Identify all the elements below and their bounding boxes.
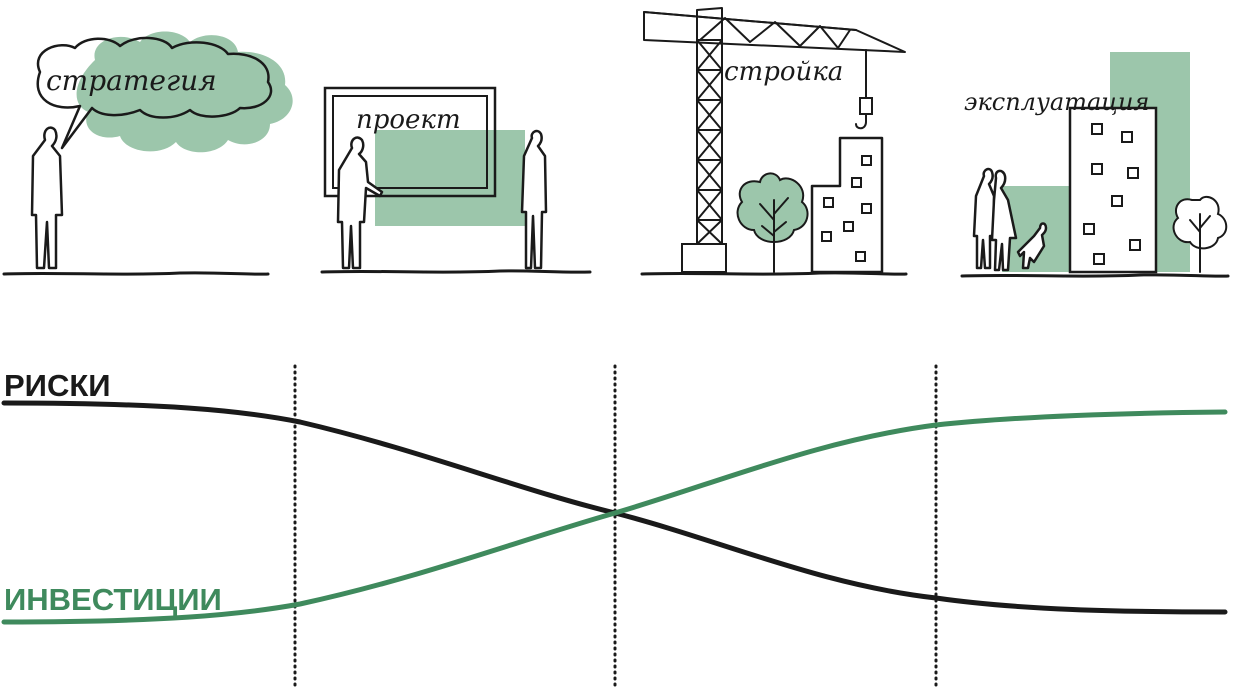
- strategy-ground: [2, 271, 270, 276]
- risks-label: РИСКИ: [4, 368, 111, 403]
- building-under-construction: [810, 136, 884, 274]
- strategy-cloud: [76, 31, 293, 153]
- operation-person-left: [972, 167, 996, 270]
- investments-curve: [1, 409, 1228, 625]
- crane-icon: [643, 7, 906, 273]
- project-board-outer: [323, 86, 497, 198]
- project-label: проект: [356, 105, 461, 135]
- project-ground: [320, 269, 592, 274]
- operation-label: эксплуатация: [964, 88, 1149, 116]
- project-observer: [520, 129, 548, 270]
- construction-illustration: стройка: [640, 7, 908, 276]
- strategy-illustration: стратегия: [2, 31, 293, 276]
- operation-child: [1016, 222, 1048, 270]
- strategy-label: стратегия: [46, 64, 217, 97]
- project-presenter: [336, 136, 384, 270]
- strategy-person: [30, 126, 64, 270]
- project-green-block: [375, 130, 525, 226]
- operation-illustration: эксплуатация: [960, 52, 1230, 278]
- construction-ground: [640, 271, 908, 276]
- operation-person-right: [990, 169, 1018, 272]
- operation-ground: [960, 273, 1230, 278]
- tree-icon: [736, 172, 809, 273]
- stage-dividers: [293, 364, 938, 689]
- construction-label: стройка: [724, 57, 843, 87]
- investments-label: ИНВЕСТИЦИИ: [4, 582, 222, 617]
- operation-building: [1068, 106, 1158, 274]
- tree-icon-2: [1172, 195, 1228, 273]
- strategy-speech-bubble: [36, 36, 273, 150]
- project-board-inner: [332, 95, 488, 189]
- project-illustration: проект: [320, 86, 592, 274]
